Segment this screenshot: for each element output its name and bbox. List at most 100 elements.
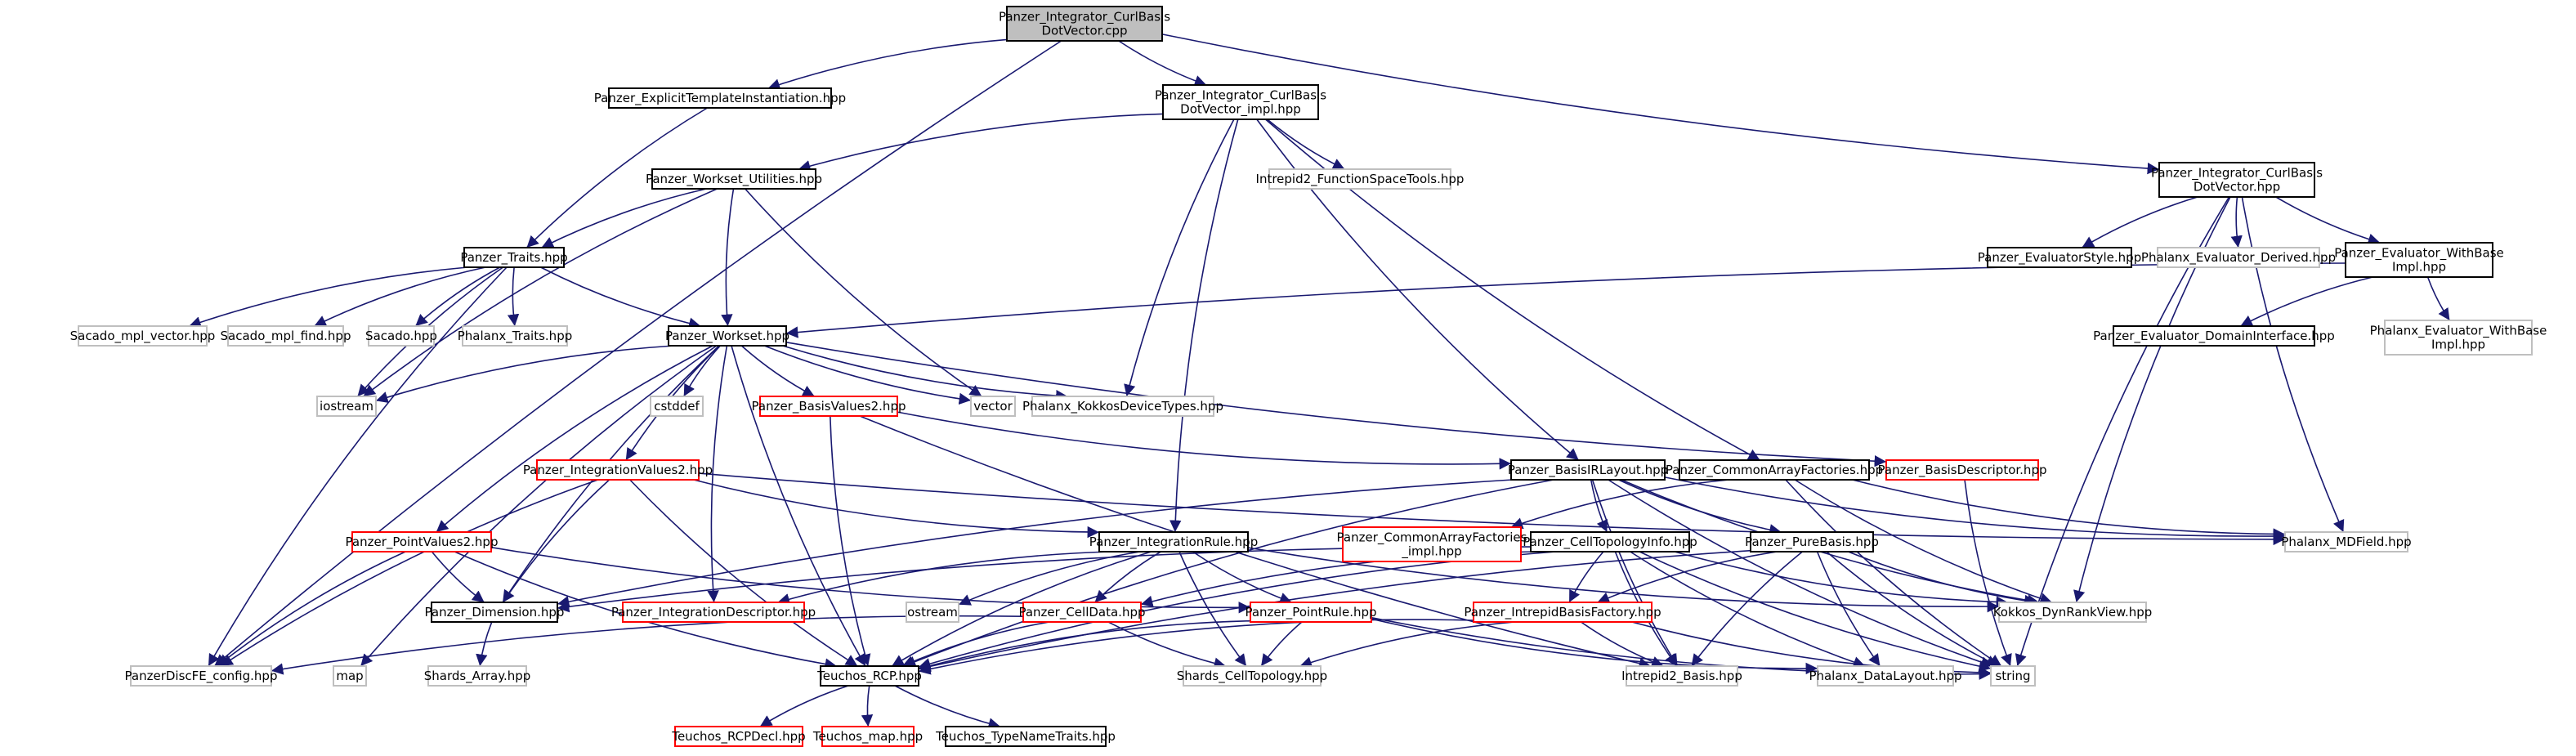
node-impl[interactable]: Panzer_Integrator_CurlBasisDotVector_imp…: [1155, 84, 1326, 120]
edge-root-to-pdfe: [213, 40, 1062, 667]
edge-root-to-impl: [1118, 40, 1207, 87]
node-label: Panzer_Evaluator_DomainInterface.hpp: [2093, 329, 2335, 344]
node-mplfind: Sacado_mpl_find.hpp: [221, 325, 351, 347]
node-label: Panzer_CommonArrayFactories: [1337, 530, 1527, 546]
node-label: Intrepid2_FunctionSpaceTools.hpp: [1256, 172, 1465, 187]
node-iv2[interactable]: Panzer_IntegrationValues2.hpp: [523, 459, 713, 481]
edge-cti-to-string: [1639, 551, 1992, 673]
edge-bdesc-to-string: [1964, 479, 2012, 667]
edge-bv2-to-rcp: [830, 415, 871, 667]
edge-workset-to-vector: [764, 345, 972, 405]
edge-birl-to-i2basis: [1591, 479, 1679, 667]
edge-iv2-to-mdfield: [698, 472, 2286, 546]
edge-irule-to-rcp: [891, 551, 1152, 667]
node-label: vector: [973, 399, 1013, 414]
node-evstyle[interactable]: Panzer_EvaluatorStyle.hpp: [1978, 247, 2141, 268]
node-label: map: [336, 669, 363, 683]
node-label: Impl.hpp: [2431, 338, 2485, 352]
node-label: Teuchos_RCP.hpp: [816, 669, 922, 684]
node-bv2[interactable]: Panzer_BasisValues2.hpp: [752, 396, 906, 417]
edge-pv2-to-pdfe: [217, 551, 406, 667]
edge-traits-to-pdfe: [208, 266, 508, 667]
node-evdi[interactable]: Panzer_Evaluator_DomainInterface.hpp: [2093, 325, 2335, 347]
node-label: Panzer_IntegrationValues2.hpp: [523, 463, 713, 478]
node-idesc[interactable]: Panzer_IntegrationDescriptor.hpp: [611, 602, 816, 623]
nodes-layer: Panzer_Integrator_CurlBasisDotVector.cpp…: [70, 6, 2547, 747]
edge-purebasis-to-phxdl: [1816, 551, 1881, 667]
node-tmap[interactable]: Teuchos_map.hpp: [812, 726, 923, 747]
edge-birl-to-cti: [1590, 479, 1608, 533]
node-traits[interactable]: Panzer_Traits.hpp: [460, 247, 568, 268]
node-label: Sacado_mpl_find.hpp: [221, 329, 351, 344]
edge-iv2-to-irule: [693, 479, 1100, 539]
node-label: Panzer_CellTopologyInfo.hpp: [1523, 535, 1697, 550]
node-label: Panzer_Workset_Utilities.hpp: [646, 172, 822, 187]
node-label: Panzer_PureBasis.hpp: [1745, 535, 1879, 550]
node-label: Shards_Array.hpp: [424, 669, 531, 684]
node-birl[interactable]: Panzer_BasisIRLayout.hpp: [1508, 459, 1668, 481]
edge-purebasis-to-ibf: [1597, 551, 1778, 604]
edge-eti-to-traits: [525, 107, 708, 248]
edge-workset-to-map: [360, 345, 718, 667]
node-eti[interactable]: Panzer_ExplicitTemplateInstantiation.hpp: [594, 87, 846, 109]
node-caf[interactable]: Panzer_CommonArrayFactories.hpp: [1666, 459, 1883, 481]
node-box: [431, 602, 558, 623]
edge-hpp-to-evwbi: [2275, 196, 2381, 245]
node-purebasis[interactable]: Panzer_PureBasis.hpp: [1745, 531, 1879, 552]
node-box: [1031, 396, 1214, 417]
node-label: DotVector.hpp: [2194, 180, 2280, 195]
edge-pv2-to-dim: [431, 551, 485, 603]
node-ibf[interactable]: Panzer_IntrepidBasisFactory.hpp: [1464, 602, 1661, 623]
edge-caf-to-string: [1785, 479, 2002, 667]
node-workset[interactable]: Panzer_Workset.hpp: [665, 325, 789, 347]
node-bdesc[interactable]: Panzer_BasisDescriptor.hpp: [1878, 459, 2047, 481]
edge-purebasis-to-string: [1826, 551, 1999, 667]
edge-wsutil-to-iostream: [363, 188, 718, 397]
node-pdfe: PanzerDiscFE_config.hpp: [125, 665, 278, 687]
node-label: DotVector_impl.hpp: [1180, 102, 1301, 118]
node-box: [1162, 84, 1319, 120]
node-box: [1022, 602, 1142, 623]
edge-ibf-to-i2basis: [1581, 621, 1664, 668]
node-evderived: Phalanx_Evaluator_Derived.hpp: [2141, 247, 2336, 268]
node-box: [1250, 602, 1372, 623]
node-label: Panzer_BasisValues2.hpp: [752, 399, 906, 414]
edge-wsutil-to-traits: [541, 188, 707, 248]
node-wsutil[interactable]: Panzer_Workset_Utilities.hpp: [646, 168, 822, 190]
node-cti[interactable]: Panzer_CellTopologyInfo.hpp: [1523, 531, 1697, 552]
node-iostream: iostream: [316, 396, 377, 417]
node-irule[interactable]: Panzer_IntegrationRule.hpp: [1089, 531, 1258, 552]
node-kdt: Phalanx_KokkosDeviceTypes.hpp: [1022, 396, 1223, 417]
node-box: [1530, 531, 1690, 552]
node-prule[interactable]: Panzer_PointRule.hpp: [1245, 602, 1377, 623]
node-phxtraits: Phalanx_Traits.hpp: [458, 325, 572, 347]
node-label: Intrepid2_Basis.hpp: [1621, 669, 1742, 684]
node-box: [668, 325, 787, 347]
node-celldata[interactable]: Panzer_CellData.hpp: [1018, 602, 1146, 623]
node-pv2[interactable]: Panzer_PointValues2.hpp: [346, 531, 499, 552]
edge-workset-to-cstddef: [682, 345, 721, 397]
node-label: Panzer_IntrepidBasisFactory.hpp: [1464, 605, 1661, 620]
node-rcpdecl[interactable]: Teuchos_RCPDecl.hpp: [671, 726, 806, 747]
node-shardsarray: Shards_Array.hpp: [424, 665, 531, 687]
node-box: [2157, 247, 2320, 268]
node-map: map: [333, 665, 367, 687]
node-mdfield: Phalanx_MDField.hpp: [2281, 531, 2412, 552]
node-rcp[interactable]: Teuchos_RCP.hpp: [816, 665, 922, 687]
node-box: [1473, 602, 1652, 623]
node-label: Kokkos_DynRankView.hpp: [1993, 605, 2153, 620]
edge-prule-to-shardsct: [1260, 621, 1303, 667]
edge-iv2-to-dim: [502, 479, 610, 603]
node-label: PanzerDiscFE_config.hpp: [125, 669, 278, 684]
node-cafimpl[interactable]: Panzer_CommonArrayFactories_impl.hpp: [1337, 526, 1527, 562]
edge-dim-to-shardsarray: [476, 621, 493, 667]
edge-celldata-to-shardsct: [1107, 621, 1227, 669]
node-dim[interactable]: Panzer_Dimension.hpp: [425, 602, 565, 623]
edge-impl-to-irule: [1169, 119, 1239, 533]
node-tnt[interactable]: Teuchos_TypeNameTraits.hpp: [935, 726, 1116, 747]
